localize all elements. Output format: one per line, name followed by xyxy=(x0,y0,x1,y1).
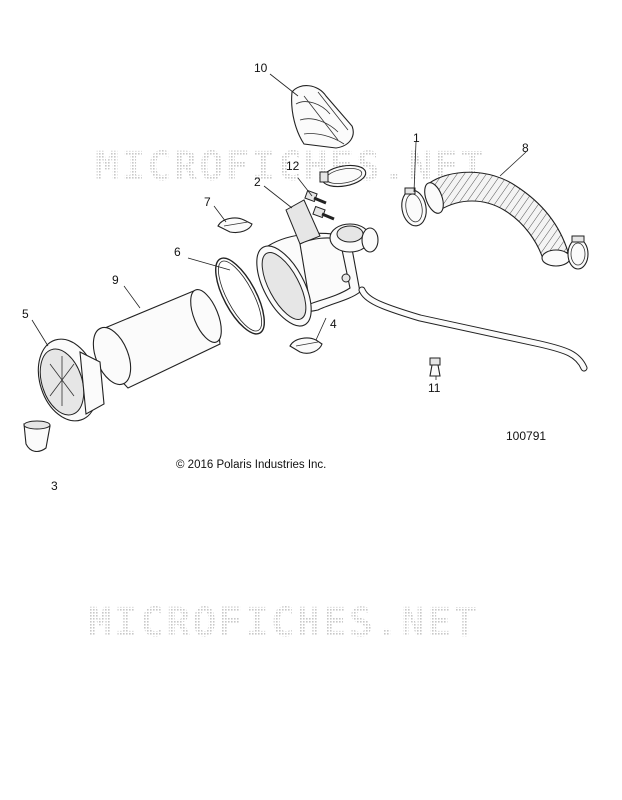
callout-8: 8 xyxy=(522,141,529,155)
callout-3: 3 xyxy=(51,479,58,493)
part-11-push-rivet xyxy=(429,357,441,377)
part-12-bolts xyxy=(304,189,335,221)
part-2-airbox-housing xyxy=(256,199,379,327)
callout-2: 2 xyxy=(254,175,261,189)
watermark-bottom: MICROFICHES.NET xyxy=(88,600,479,646)
part-6-gasket-ring xyxy=(215,257,265,335)
callout-12: 12 xyxy=(286,159,300,173)
part-8-intake-hose xyxy=(424,171,571,267)
part-7-retaining-clip xyxy=(217,217,253,234)
callout-10: 10 xyxy=(254,61,268,75)
part-4-retaining-clip xyxy=(289,337,323,354)
leader-lines xyxy=(31,73,527,380)
copyright-notice: © 2016 Polaris Industries Inc. xyxy=(176,459,326,471)
part-9-air-filter xyxy=(92,289,222,389)
callout-1: 1 xyxy=(413,131,420,145)
document-number: 100791 xyxy=(506,429,546,443)
part-1-hose-clamp xyxy=(401,187,427,227)
callout-11: 11 xyxy=(428,381,441,395)
callout-4: 4 xyxy=(330,317,337,331)
callout-6: 6 xyxy=(174,245,181,259)
drain-tube xyxy=(358,286,588,372)
callout-7: 7 xyxy=(204,195,211,209)
part-5-airbox-cover xyxy=(37,338,105,422)
part-10-intake-elbow xyxy=(291,85,354,149)
part-3-drain-valve xyxy=(23,420,51,453)
watermark-top: MICROFICHES.NET xyxy=(95,144,486,190)
part-8-end-clamp xyxy=(567,235,589,270)
callout-9: 9 xyxy=(112,273,119,287)
part-12-hose-clamp xyxy=(319,164,367,188)
callout-5: 5 xyxy=(22,307,29,321)
